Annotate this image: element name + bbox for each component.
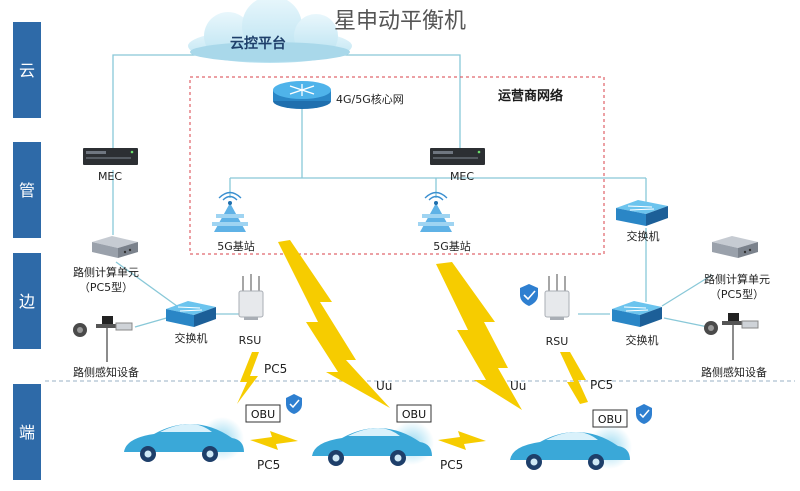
roadside-compute-left-type: （PC5型） <box>79 280 133 294</box>
roadside-sensor-right-label: 路侧感知设备 <box>701 365 767 379</box>
cloud-platform: 云控平台 <box>188 0 352 63</box>
connection-lines <box>112 54 713 328</box>
shield-obu-left-icon <box>286 394 302 414</box>
operator-network-region <box>189 76 605 255</box>
layer-label-end: 端 <box>19 423 35 442</box>
switch-left-label: 交换机 <box>175 331 208 345</box>
link-bolt-pc5-bottom-left <box>250 431 298 450</box>
line-rcu-right-switch <box>661 274 713 307</box>
pc5-bottom-left-label: PC5 <box>257 458 280 472</box>
layer-label-edge: 边 <box>19 292 35 311</box>
base-station-left-label: 5G基站 <box>217 239 255 253</box>
pc5-top-left-label: PC5 <box>264 362 287 376</box>
pc5-bottom-right-label: PC5 <box>440 458 463 472</box>
layer-column: 云 管 边 端 <box>13 22 41 480</box>
link-bolt-pc5-bottom-right <box>438 431 486 450</box>
rsu-right-label: RSU <box>546 335 569 348</box>
watermark-text: 星申动平衡机 <box>334 9 466 34</box>
switch-top-right-label: 交换机 <box>627 229 660 243</box>
base-station-left-icon <box>212 191 248 232</box>
roadside-compute-right-icon <box>712 236 758 258</box>
shield-obu-right-icon <box>636 404 652 424</box>
mec-right-icon <box>430 148 485 165</box>
layer-label-cloud: 云 <box>19 61 35 80</box>
core-network-label: 4G/5G核心网 <box>336 92 404 106</box>
mec-right-label: MEC <box>450 170 474 183</box>
roadside-sensor-left-label: 路侧感知设备 <box>73 365 139 379</box>
core-router-icon <box>273 81 331 109</box>
line-rcu-left-switch <box>115 261 189 315</box>
rsu-right-icon <box>544 274 570 320</box>
wireless-links <box>237 240 588 450</box>
link-bolt-pc5-left <box>237 352 259 404</box>
base-station-right-label: 5G基站 <box>433 239 471 253</box>
roadside-compute-right-label: 路侧计算单元 <box>704 272 770 286</box>
switch-left-icon <box>166 301 216 327</box>
rsu-left-label: RSU <box>239 334 262 347</box>
rsu-left-icon <box>238 274 264 320</box>
vehicle-right-icon <box>510 425 632 470</box>
switch-right-label: 交换机 <box>626 333 659 347</box>
roadside-compute-left-icon <box>92 236 138 258</box>
layer-band-cloud <box>13 22 41 118</box>
switch-right-icon <box>612 301 662 327</box>
shield-rsu-right-icon <box>520 284 538 306</box>
line-sensor-right-switch <box>663 317 709 328</box>
link-bolt-pc5-right <box>560 352 588 404</box>
obu-right-label: OBU <box>598 413 622 426</box>
cloud-platform-label: 云控平台 <box>230 35 286 52</box>
pc5-top-right-label: PC5 <box>590 378 613 392</box>
mec-left-label: MEC <box>98 170 122 183</box>
link-bolt-uu-left <box>278 240 390 408</box>
obu-left-label: OBU <box>251 408 275 421</box>
link-bolt-uu-right <box>436 262 522 410</box>
mec-left-icon <box>83 148 138 165</box>
roadside-compute-right-type: （PC5型） <box>710 287 764 301</box>
base-station-right-icon <box>418 191 454 232</box>
layer-label-pipe: 管 <box>19 181 35 200</box>
line-sensor-left-switch <box>134 316 171 328</box>
uu-right-label: Uu <box>510 379 526 393</box>
roadside-compute-left-label: 路侧计算单元 <box>73 265 139 279</box>
roadside-sensor-left-icon <box>73 316 133 362</box>
line-cloud-left-mec <box>112 54 200 148</box>
layer-band-edge <box>13 253 41 349</box>
switch-top-right-icon <box>616 200 668 226</box>
vehicle-mid-icon <box>312 421 434 466</box>
operator-network-label: 运营商网络 <box>498 88 563 104</box>
layer-band-end <box>13 384 41 480</box>
obu-mid-label: OBU <box>402 408 426 421</box>
roadside-sensor-right-icon <box>704 313 759 360</box>
uu-left-label: Uu <box>376 379 392 393</box>
cloud-icon <box>188 0 352 63</box>
vehicle-left-icon <box>124 417 244 462</box>
obu-left-box <box>245 404 281 423</box>
layer-band-pipe <box>13 142 41 238</box>
line-cloud-right-mec <box>340 54 461 148</box>
